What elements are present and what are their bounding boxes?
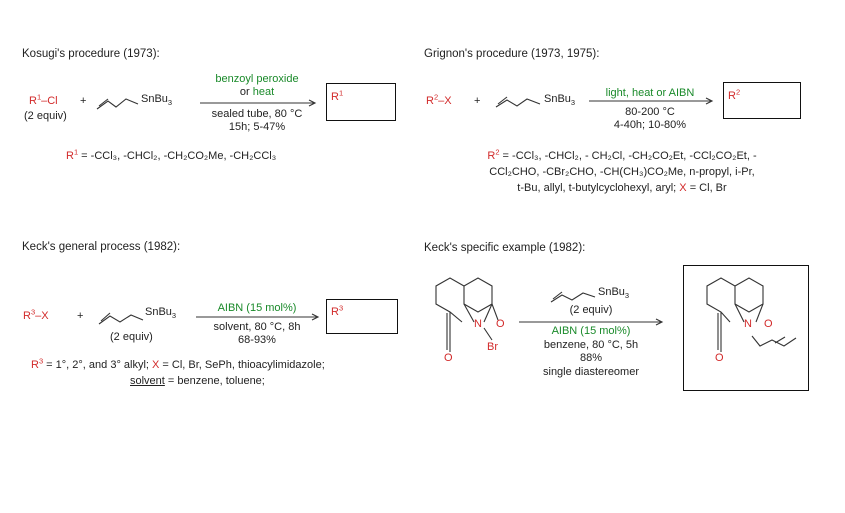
keck-general-condition-above: AIBN (15 mol%): [217, 302, 297, 314]
kosugi-product-r: R1: [331, 88, 344, 103]
keck-general-plus: +: [77, 310, 84, 322]
keck-general-heading: Keck's general process (1982):: [22, 241, 181, 253]
keck-general-condition-yield: 68-93%: [238, 334, 276, 346]
grignon-product-box: [723, 82, 801, 119]
grignon-r-definition-2: CCl₂CHO, -CBr₂CHO, -CH(CH₃)CO₂Me, n-prop…: [489, 166, 755, 178]
prod-atom-o: O: [764, 318, 773, 330]
kosugi-reagent: R1–Cl: [29, 92, 58, 107]
kosugi-allylstannane-bonds: [96, 98, 139, 110]
keck-general-r-definition: R3 = 1°, 2°, and 3° alkyl; X = Cl, Br, S…: [31, 356, 325, 371]
keck-general-product-r: R3: [331, 303, 344, 318]
keck-general-solvent-definition: solvent = benzene, toluene;: [130, 375, 265, 387]
sm-atom-n: N: [474, 318, 482, 330]
prod-allyl: [751, 335, 797, 347]
kosugi-plus: +: [80, 95, 87, 107]
sm-atom-br: Br: [487, 341, 498, 353]
kosugi-snbu3: SnBu3: [141, 93, 173, 108]
keck-specific-product-box: [683, 265, 809, 391]
keck-specific-equiv: (2 equiv): [569, 304, 613, 316]
sm-atom-carbonyl-o: O: [444, 352, 453, 364]
grignon-reagent: R2–X: [426, 92, 452, 107]
keck-general-product-box: [326, 299, 398, 334]
grignon-allylstannane-bonds: [495, 98, 541, 108]
grignon-snbu3: SnBu3: [544, 93, 576, 108]
grignon-heading: Grignon's procedure (1973, 1975):: [424, 48, 600, 60]
grignon-r-definition-3: t-Bu, allyl, t-butylcyclohexyl, aryl; X …: [517, 182, 727, 194]
sm-lactam-ring: [435, 277, 465, 323]
kosugi-condition-above-2: or heat: [239, 86, 275, 98]
keck-general-condition-below: solvent, 80 °C, 8h: [213, 321, 301, 333]
keck-specific-snbu3: SnBu3: [598, 286, 630, 301]
prod-lactam-ring: [706, 277, 736, 323]
kosugi-product-box: [326, 83, 396, 121]
sm-atom-o: O: [496, 318, 505, 330]
kosugi-condition-above: benzoyl peroxide: [215, 73, 299, 85]
kosugi-heading: Kosugi's procedure (1973):: [22, 48, 160, 60]
grignon-condition-temp: 80-200 °C: [625, 106, 675, 118]
keck-specific-heading: Keck's specific example (1982):: [424, 242, 586, 254]
keck-specific-conditions: benzene, 80 °C, 5h: [543, 339, 639, 351]
grignon-condition-yield: 4-40h; 10-80%: [613, 119, 687, 131]
prod-atom-n: N: [744, 318, 752, 330]
keck-allylstannane-bonds: [98, 314, 144, 325]
keck-general-snbu3: SnBu3: [145, 306, 177, 321]
keck-specific-aibn: AIBN (15 mol%): [551, 325, 631, 337]
grignon-plus: +: [474, 95, 481, 107]
keck-general-reagent: R3–X: [23, 307, 49, 322]
kosugi-r-definition: R1 = -CCl₃, -CHCl₂, -CH₂CO₂Me, -CH₂CCl₃: [66, 147, 277, 162]
keck-specific-allylstannane: [550, 292, 596, 303]
kosugi-condition-yield: 15h; 5-47%: [228, 121, 286, 133]
kosugi-condition-below: sealed tube, 80 °C: [211, 108, 303, 120]
grignon-condition-above: light, heat or AIBN: [605, 87, 695, 99]
grignon-r-definition-1: R2 = -CCl₃, -CHCl₂, - CH₂Cl, -CH₂CO₂Et, …: [487, 147, 757, 162]
sm-cyclohexane: [463, 277, 493, 313]
keck-specific-note: single diastereomer: [543, 366, 639, 378]
prod-atom-carbonyl-o: O: [715, 352, 724, 364]
grignon-product-r: R2: [728, 87, 741, 102]
keck-general-equiv: (2 equiv): [110, 331, 153, 343]
kosugi-equiv: (2 equiv): [24, 110, 67, 122]
keck-specific-yield: 88%: [579, 352, 603, 364]
